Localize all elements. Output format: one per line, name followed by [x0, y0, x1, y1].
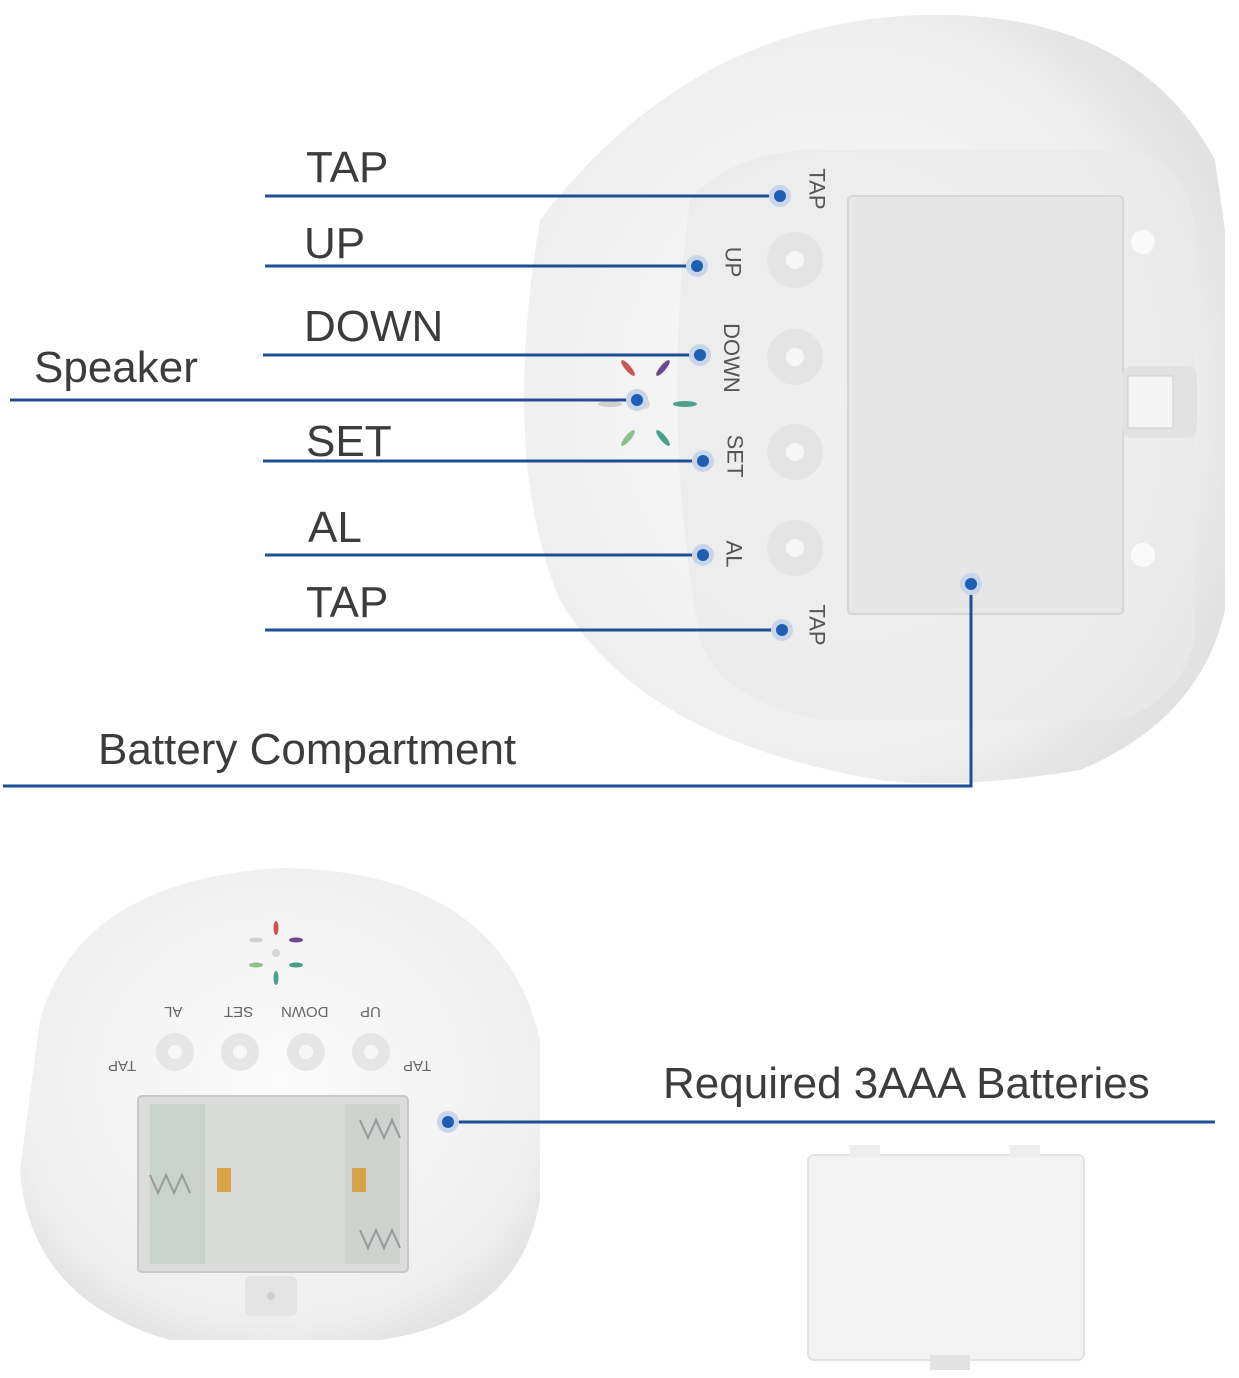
callout-tap-top: TAP: [306, 143, 389, 192]
device-small-label-al: AL: [164, 1003, 183, 1020]
speaker-petals-bottom: [249, 921, 303, 985]
callout-al: AL: [308, 503, 362, 552]
top-device: [524, 14, 1225, 784]
callout-battery-compartment: Battery Compartment: [98, 725, 517, 774]
device-label-set: SET: [722, 434, 748, 478]
device-small-label-up: UP: [360, 1003, 381, 1020]
battery-lid: [847, 195, 1124, 615]
device-label-tap-bottom: TAP: [804, 604, 830, 646]
battery-cover: [807, 1145, 1085, 1370]
device-label-tap-top: TAP: [804, 168, 830, 210]
device-small-label-down: DOWN: [281, 1003, 329, 1020]
top-buttons: [767, 232, 823, 576]
callout-tap-bottom: TAP: [306, 578, 389, 627]
bottom-buttons: [156, 1033, 390, 1071]
device-label-al: AL: [721, 540, 747, 568]
callout-up: UP: [304, 219, 366, 268]
device-label-up: UP: [720, 246, 746, 278]
callout-speaker: Speaker: [34, 343, 198, 392]
callout-set: SET: [306, 417, 392, 466]
device-small-label-tap-left: TAP: [108, 1057, 137, 1074]
device-label-down: DOWN: [718, 323, 744, 393]
pointer-dots: [437, 185, 982, 1133]
bottom-device: [20, 868, 540, 1340]
device-small-label-set: SET: [224, 1003, 254, 1020]
callout-down: DOWN: [304, 302, 444, 351]
open-battery-compartment: [137, 1095, 409, 1273]
device-small-label-tap-right: TAP: [403, 1057, 432, 1074]
callout-required-batteries: Required 3AAA Batteries: [663, 1059, 1150, 1108]
leader-lines: [3, 194, 1215, 1124]
